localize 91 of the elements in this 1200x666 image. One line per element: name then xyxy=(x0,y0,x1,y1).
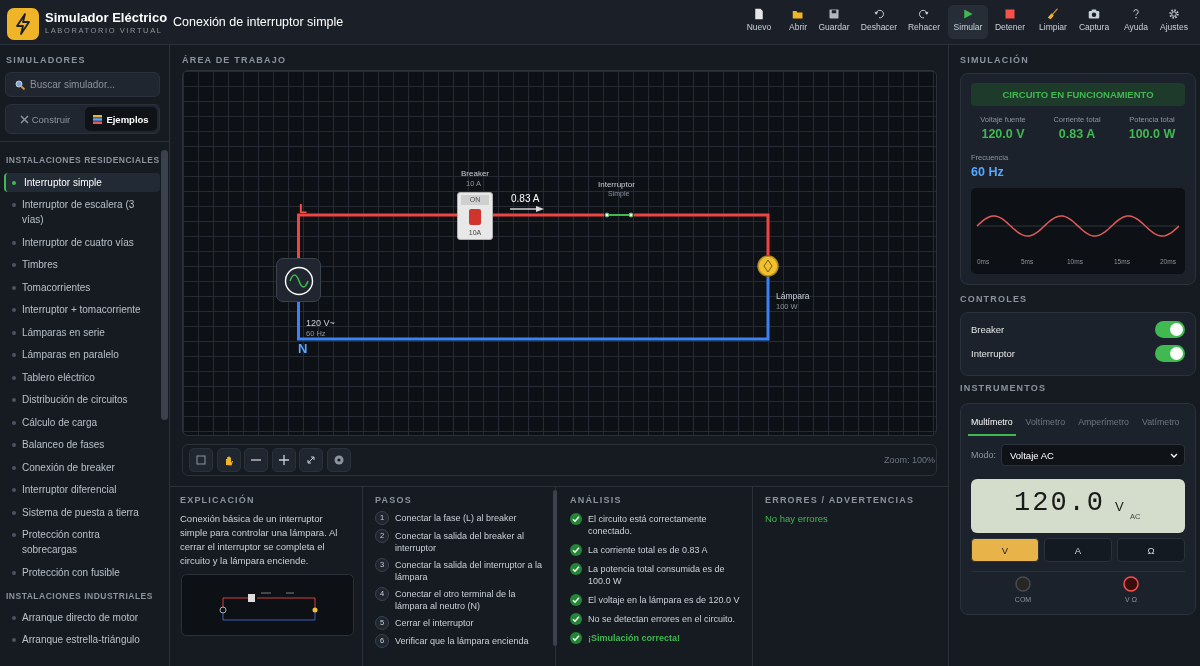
reading-value: 120.0 xyxy=(1014,488,1105,518)
section-heading: PASOS xyxy=(375,495,412,505)
menu-item: Cálculo de carga xyxy=(4,412,160,432)
wire xyxy=(493,213,604,217)
menu-item: Sistema de puesta a tierra xyxy=(4,502,160,522)
stat-value: 100.0 W xyxy=(1127,127,1177,141)
step-text: Conectar la fase (L) al breaker xyxy=(395,512,517,524)
current-button: A xyxy=(1044,538,1112,562)
toggle-label: Interruptor xyxy=(971,348,1015,359)
menu-item: Protección con fusible xyxy=(4,562,160,582)
wire xyxy=(297,213,457,258)
menu-item: Protección contra sobrecargas xyxy=(4,525,160,559)
menu-item: Lámparas en serie xyxy=(4,322,160,342)
search-field: Buscar simulador... xyxy=(5,72,160,97)
section-heading: ERRORES / ADVERTENCIAS xyxy=(765,495,915,505)
component-label: Breaker xyxy=(461,169,489,178)
section-heading: INSTRUMENTOS xyxy=(960,383,1047,393)
status-banner: CIRCUITO EN FUNCIONAMIENTO xyxy=(971,83,1185,106)
lamp-symbol xyxy=(757,255,779,277)
menu-item: Arranque directo de motor xyxy=(4,607,160,627)
capture-button: Captura xyxy=(1074,5,1114,39)
component-label: Interruptor xyxy=(598,180,635,189)
mode-select: Voltaje AC xyxy=(1001,444,1185,466)
analysis-text: El circuito está correctamente conectado. xyxy=(588,513,708,537)
field-label: Modo: xyxy=(971,450,996,460)
menu-item: Timbres xyxy=(4,255,160,274)
wire xyxy=(297,277,770,341)
undo-button: Deshacer xyxy=(859,5,899,39)
menu-item: Tomacorrientes xyxy=(4,277,160,297)
toggle-label: Breaker xyxy=(971,324,1005,335)
stop-button: Detener xyxy=(990,5,1030,39)
zoom-level: Zoom: 100% xyxy=(884,455,936,465)
menu-item: Interruptor de cuatro vías xyxy=(4,232,160,252)
step-text: Conectar la salida del breaker al interruptor xyxy=(395,530,526,554)
menu-item: Interruptor + tomacorriente xyxy=(4,300,160,319)
build-tab: Construir xyxy=(8,107,82,131)
wire xyxy=(634,213,770,255)
analysis-text: No se detectan errores en el circuito. xyxy=(588,613,736,625)
page-title: Conexión de interruptor simple xyxy=(173,15,344,29)
menu-item: Distribución de circuitos xyxy=(4,390,160,409)
analysis-text: La corriente total es de 0.83 A xyxy=(588,544,708,556)
stat-value: 120.0 V xyxy=(980,127,1026,141)
success-message: ¡Simulación correcta! xyxy=(588,632,681,644)
examples-tab: Ejemplos xyxy=(85,107,157,131)
explanation-text: Conexión básica de un interruptor simple para controlar una lámpara. Al cerrar el interruptor se completa el circuito y la lámpara enciende. xyxy=(180,512,339,568)
breaker-box xyxy=(457,192,493,240)
menu-item: Balanceo de fases xyxy=(4,435,160,454)
neutral-label: N xyxy=(298,341,308,356)
component-label: Lámpara xyxy=(776,291,810,301)
analysis-text: La potencia total consumida es de 100.0 W xyxy=(588,563,726,587)
phase-label: L xyxy=(299,201,307,216)
menu-item: Interruptor diferencial xyxy=(4,480,160,499)
ac-source-box xyxy=(276,258,321,302)
current-label: 0.83 A xyxy=(511,193,540,204)
instrument-tab: Voltímetro xyxy=(1022,412,1069,436)
resistance-button: Ω xyxy=(1117,538,1185,562)
new-button: Nuevo xyxy=(739,5,779,39)
reading-unit: V xyxy=(1115,499,1124,514)
stat-value: 60 Hz xyxy=(971,165,1004,179)
app-title: Simulador Eléctrico xyxy=(45,10,168,25)
step-text: Conectar el otro terminal de la lámpara al neutro (N) xyxy=(395,588,517,612)
status-message: No hay errores xyxy=(765,513,828,524)
source-rating-label: 120 V~ xyxy=(306,318,335,328)
section-heading: SIMULADORES xyxy=(6,55,86,65)
section-heading: INSTALACIONES RESIDENCIALES xyxy=(6,155,160,165)
instrument-tab: Amperímetro xyxy=(1075,412,1132,436)
step-text: Cerrar el interruptor xyxy=(395,617,474,629)
instrument-tab: Vatímetro xyxy=(1139,412,1183,436)
redo-button: Rehacer xyxy=(904,5,944,39)
analysis-text: El voltaje en la lámpara es de 120.0 V xyxy=(588,594,740,606)
section-heading: EXPLICACIÓN xyxy=(180,495,255,505)
settings-button: Ajustes xyxy=(1154,5,1194,39)
section-heading: CONTROLES xyxy=(960,294,1028,304)
menu-item: Interruptor de escalera (3 vías) xyxy=(4,195,160,229)
section-heading: ANÁLISIS xyxy=(570,495,622,505)
switch-symbol xyxy=(604,211,634,219)
step-text: Verificar que la lámpara encienda xyxy=(395,635,529,647)
stat-value: 0.83 A xyxy=(1057,127,1097,141)
voltage-button: V xyxy=(971,538,1039,562)
menu-item: Lámparas en paralelo xyxy=(4,345,160,364)
multimeter-tab: Multímetro xyxy=(968,412,1016,436)
section-heading: INSTALACIONES INDUSTRIALES xyxy=(6,591,153,601)
menu-item: Tablero eléctrico xyxy=(4,367,160,387)
step-text: Conectar la salida del interruptor a la lámpara xyxy=(395,559,544,583)
clear-button: Limpiar xyxy=(1033,5,1073,39)
section-heading: ÁREA DE TRABAJO xyxy=(182,55,287,65)
menu-item: Arranque estrella-triángulo xyxy=(4,630,160,649)
simulate-button: Simular xyxy=(948,5,988,39)
section-heading: SIMULACIÓN xyxy=(960,55,1029,65)
help-button: Ayuda xyxy=(1116,5,1156,39)
menu-item: Conexión de breaker xyxy=(4,457,160,477)
